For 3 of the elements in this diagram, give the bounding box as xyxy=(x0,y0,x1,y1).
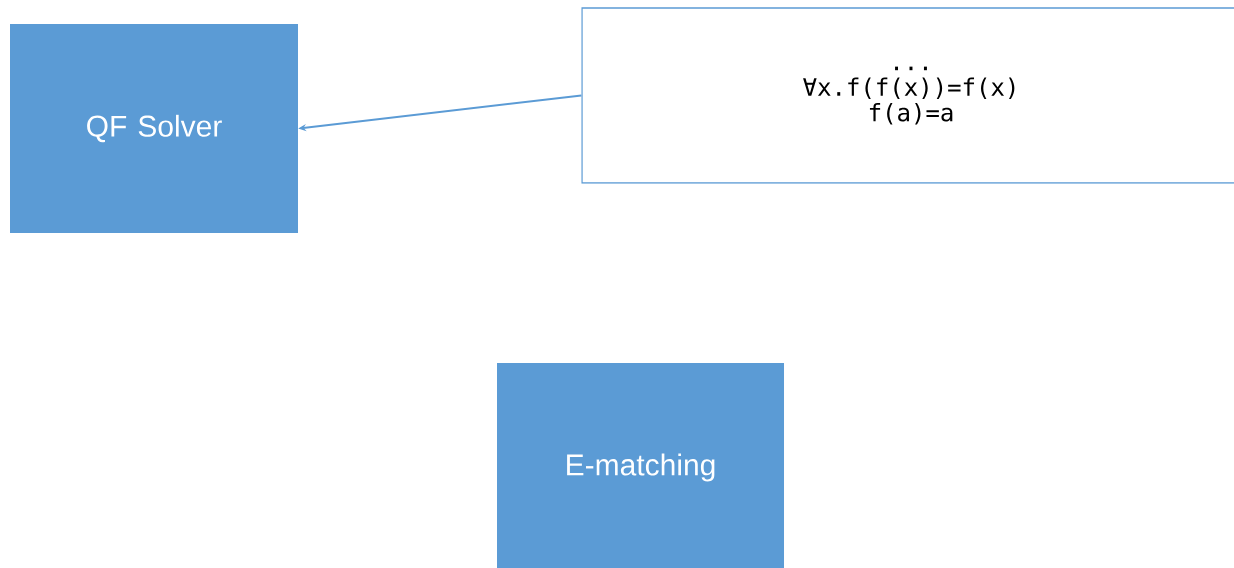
formula-box: ... ∀x.f(f(x))=f(x) f(a)=a xyxy=(581,7,1234,184)
process-box: QF Solver xyxy=(10,24,298,233)
process-box: E-matching xyxy=(497,363,784,568)
